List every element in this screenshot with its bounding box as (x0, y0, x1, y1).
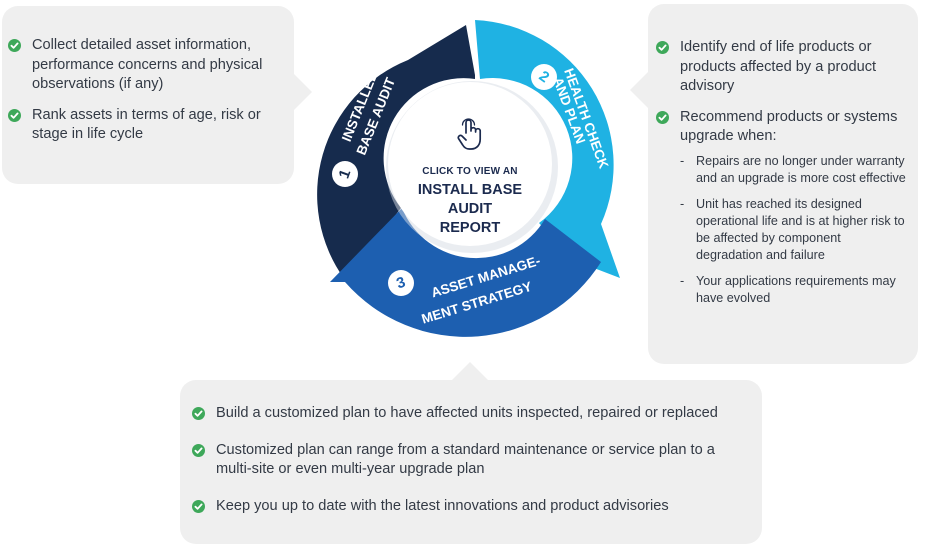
segment-1-shape (317, 25, 475, 280)
step-2-circle (531, 64, 557, 90)
list-item-text: Rank assets in terms of age, risk or sta… (32, 106, 261, 143)
sub-list: -Repairs are no longer under warranty an… (680, 153, 908, 307)
segment-3-shape (330, 208, 601, 337)
sub-list-item-text: Unit has reached its designed operationa… (696, 196, 905, 262)
list-item: Collect detailed asset information, perf… (8, 36, 276, 95)
check-circle-icon (656, 41, 669, 54)
list-item: Rank assets in terms of age, risk or sta… (8, 106, 276, 145)
installed-base-audit-panel: Collect detailed asset information, perf… (2, 6, 294, 184)
center-title-line3: REPORT (439, 220, 501, 236)
center-title-line2: AUDIT (447, 201, 493, 217)
list-item: Customized plan can range from a standar… (192, 441, 746, 480)
step-1-circle (332, 161, 358, 187)
hand-pointer-icon (457, 118, 482, 150)
left-panel-pointer (294, 74, 312, 110)
dash-icon: - (680, 273, 685, 288)
list-item: Keep you up to date with the latest inno… (192, 497, 746, 517)
segment-asset-management[interactable] (330, 208, 601, 337)
sub-list-item-text: Repairs are no longer under warranty and… (696, 153, 906, 185)
step-3-badge: 3 (388, 270, 414, 296)
segment-installed-base-audit[interactable] (317, 25, 475, 280)
list-item: Identify end of life products or product… (656, 38, 908, 97)
health-check-panel: Identify end of life products or product… (648, 4, 918, 364)
step-3-circle (388, 270, 414, 296)
list-item-text: Identify end of life products or product… (680, 39, 877, 94)
install-base-report-link[interactable]: CLICK TO VIEW AN INSTALL BASE AUDIT REPO… (390, 166, 550, 238)
right-panel-pointer (630, 72, 648, 108)
asset-management-panel: Build a customized plan to have affected… (180, 380, 762, 544)
list-item-text: Keep you up to date with the latest inno… (216, 497, 669, 514)
sub-list-item: -Repairs are no longer under warranty an… (680, 153, 908, 187)
list-item-text: Customized plan can range from a standar… (216, 441, 715, 478)
dash-icon: - (680, 153, 685, 168)
list-item: Recommend products or systems upgrade wh… (656, 108, 908, 307)
check-circle-icon (8, 39, 21, 52)
check-circle-icon (8, 108, 21, 122)
dash-icon: - (680, 196, 685, 211)
segment-health-check[interactable] (475, 20, 620, 278)
step-2-badge: 2 (531, 64, 557, 90)
bottom-panel-pointer (452, 362, 488, 380)
sub-list-item-text: Your applications requirements may have … (696, 273, 896, 305)
list-item: Build a customized plan to have affected… (192, 404, 746, 424)
sub-list-item: -Unit has reached its designed operation… (680, 196, 908, 264)
center-title-line1: INSTALL BASE (417, 182, 523, 198)
check-circle-icon (192, 407, 205, 420)
check-circle-icon (192, 499, 205, 513)
list-item-text: Recommend products or systems upgrade wh… (680, 108, 898, 145)
segment-2-shape (475, 20, 620, 278)
center-button[interactable] (388, 82, 552, 246)
step-1-badge: 1 (332, 161, 358, 187)
list-item-text: Build a customized plan to have affected… (216, 405, 718, 421)
center-caption: CLICK TO VIEW AN (422, 166, 518, 177)
list-item-text: Collect detailed asset information, perf… (32, 37, 263, 92)
sub-list-item: -Your applications requirements may have… (680, 273, 908, 307)
check-circle-icon (656, 110, 669, 124)
check-circle-icon (192, 443, 205, 457)
